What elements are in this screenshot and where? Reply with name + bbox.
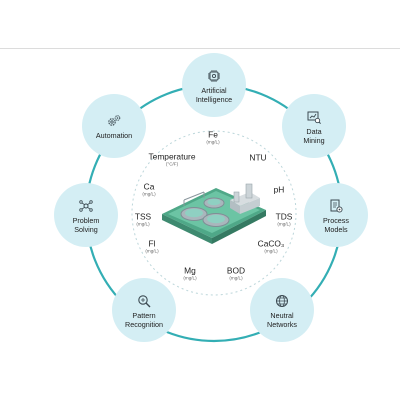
process-models-icon [328, 198, 344, 214]
param-4: CaCO₃(mg/L) [257, 238, 285, 255]
gears-icon [106, 113, 122, 129]
param-8: TSS(mg/L) [134, 211, 152, 228]
param-unit: (mg/L) [277, 221, 291, 227]
node-label: Automation [95, 131, 133, 141]
node-label: Pattern Recognition [125, 311, 163, 329]
param-name: Temperature [148, 151, 196, 162]
node-data-mining: Data Mining [282, 94, 346, 158]
param-name: NTU [249, 152, 267, 163]
param-3: TDS(mg/L) [275, 211, 293, 228]
param-name: CaCO₃ [257, 238, 285, 249]
node-pattern-recognition: Pattern Recognition [112, 278, 176, 342]
problem-solving-icon [78, 198, 94, 214]
param-name: Fl [148, 238, 156, 249]
param-name: TSS [134, 211, 152, 222]
param-name: Fe [208, 129, 218, 140]
param-unit: (mg/L) [183, 275, 197, 281]
ai-chip-icon [206, 68, 222, 84]
node-label: Problem Solving [72, 216, 100, 234]
node-problem-solving: Problem Solving [54, 183, 118, 247]
param-unit: (mg/L) [142, 191, 156, 197]
param-unit: (mg/L) [229, 275, 243, 281]
param-10: Temperature(°C/F) [148, 151, 196, 168]
node-automation: Automation [82, 94, 146, 158]
param-unit: (°C/F) [165, 161, 179, 167]
param-1: NTU [249, 152, 267, 163]
node-label: Artificial Intelligence [195, 86, 233, 104]
param-name: Ca [143, 181, 155, 192]
param-name: Mg [184, 265, 196, 276]
node-process-models: Process Models [304, 183, 368, 247]
magnifier-icon [136, 293, 152, 309]
param-name: pH [273, 184, 285, 195]
param-7: Fl(mg/L) [145, 238, 159, 255]
network-globe-icon [274, 293, 290, 309]
data-mining-icon [306, 109, 322, 125]
param-unit: (mg/L) [145, 248, 159, 254]
node-label: Process Models [323, 216, 349, 234]
param-unit: (mg/L) [136, 221, 150, 227]
node-artificial-intelligence: Artificial Intelligence [182, 53, 246, 117]
param-name: TDS [275, 211, 293, 222]
param-name: BOD [226, 265, 246, 276]
top-divider [0, 48, 400, 49]
param-6: Mg(mg/L) [183, 265, 197, 282]
node-label: Neutral Networks [267, 311, 297, 329]
param-unit: (mg/L) [264, 248, 278, 254]
param-0: Fe(mg/L) [206, 129, 220, 146]
node-neutral-networks: Neutral Networks [250, 278, 314, 342]
water-treatment-plant-illustration [162, 183, 266, 244]
node-label: Data Mining [303, 127, 325, 145]
param-5: BOD(mg/L) [226, 265, 246, 282]
param-2: pH [273, 184, 285, 195]
param-9: Ca(mg/L) [142, 181, 156, 198]
param-unit: (mg/L) [206, 139, 220, 145]
